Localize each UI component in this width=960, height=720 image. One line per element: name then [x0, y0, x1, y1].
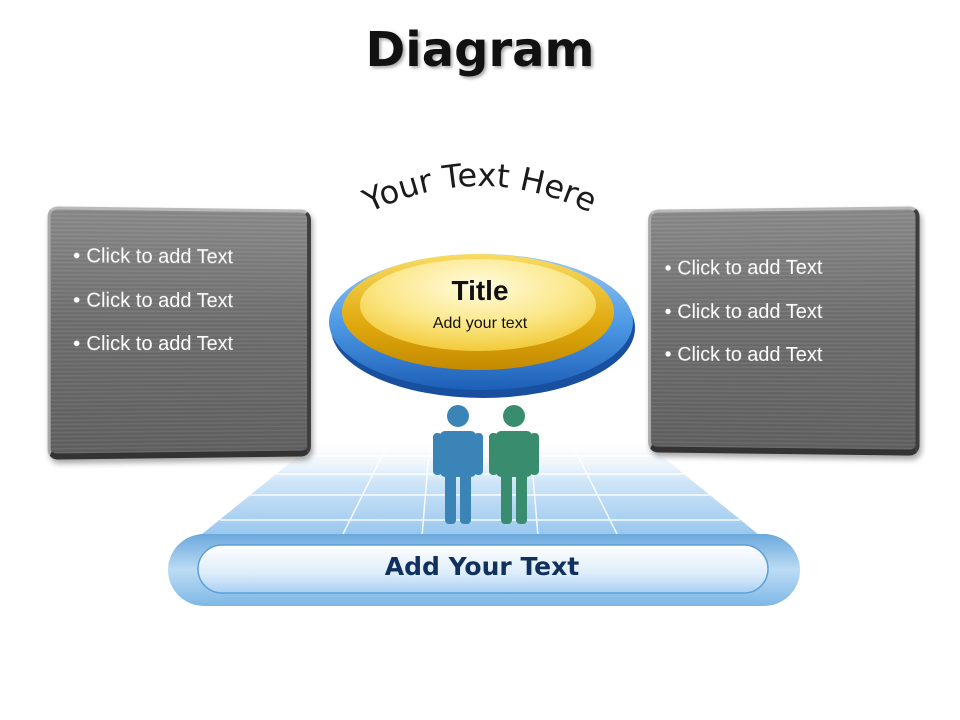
- right-bullet-item[interactable]: Click to add Text: [665, 301, 823, 321]
- left-bullet-item[interactable]: Click to add Text: [73, 334, 233, 354]
- bottom-bar-label[interactable]: Add Your Text: [200, 552, 764, 581]
- left-bullet-list: Click to add Text Click to add Text Clic…: [73, 246, 233, 378]
- right-bullet-item[interactable]: Click to add Text: [665, 258, 823, 279]
- left-text-panel[interactable]: Click to add Text Click to add Text Clic…: [48, 206, 311, 459]
- arc-text: Your Text Here: [356, 156, 602, 221]
- left-bullet-item[interactable]: Click to add Text: [73, 290, 233, 311]
- right-bullet-item[interactable]: Click to add Text: [665, 345, 823, 365]
- hub-title[interactable]: Title: [380, 275, 580, 307]
- right-text-panel[interactable]: Click to add Text Click to add Text Clic…: [648, 206, 919, 455]
- hub-subtitle[interactable]: Add your text: [380, 315, 580, 333]
- right-bullet-list: Click to add Text Click to add Text Clic…: [665, 258, 823, 389]
- left-bullet-item[interactable]: Click to add Text: [73, 246, 233, 267]
